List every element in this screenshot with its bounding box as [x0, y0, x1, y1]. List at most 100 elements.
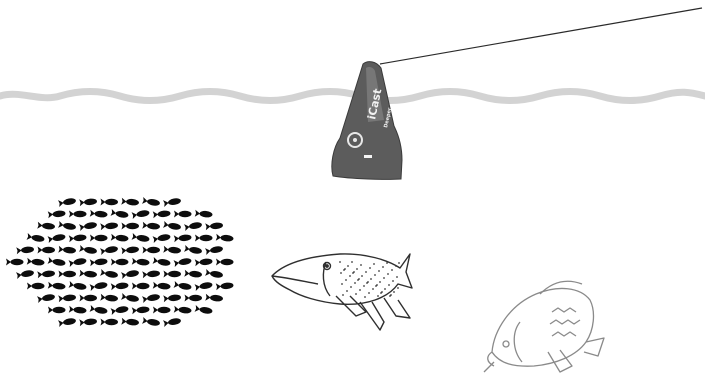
pike-spot [364, 296, 366, 298]
school-fish [163, 220, 181, 230]
pike-spot [341, 283, 343, 285]
school-fish [37, 221, 55, 230]
school-fish [47, 256, 66, 266]
pike-spot [366, 282, 368, 284]
school-fish [100, 198, 118, 206]
carp-barbel [483, 361, 495, 373]
pike-spot [398, 262, 400, 264]
school-fish [90, 234, 108, 242]
school-fish [142, 196, 160, 206]
school-fish [79, 198, 97, 207]
pike-spot [351, 261, 353, 263]
school-fish [68, 234, 87, 243]
school-fish [194, 258, 213, 267]
school-fish [79, 269, 97, 278]
pike-spot [340, 272, 342, 274]
pike-pelvic-fin [359, 301, 385, 331]
school-fish [16, 270, 34, 280]
school-fish [68, 258, 87, 268]
school-fish [27, 282, 45, 290]
pike-spot [346, 290, 348, 292]
school-fish [47, 210, 66, 219]
pike-spot [345, 279, 347, 281]
pike-spot [359, 289, 361, 291]
sonar-logo-dot-icon [353, 138, 357, 142]
school-fish [142, 294, 160, 304]
school-fish [69, 210, 87, 218]
school-fish [121, 317, 139, 326]
school-fish [184, 269, 202, 278]
school-fish [205, 222, 223, 231]
school-fish [79, 222, 97, 232]
carp-dorsal-fin [539, 280, 583, 295]
pike-spot [386, 262, 388, 264]
pike-spot [387, 273, 389, 275]
carp-mouth [487, 351, 495, 367]
pike-spot [379, 281, 381, 283]
school-fish [153, 306, 171, 314]
school-fish [89, 209, 108, 218]
school-fish [68, 305, 87, 314]
school-fish [194, 282, 213, 292]
school-fish [100, 293, 118, 302]
pike-spot [375, 285, 377, 287]
school-fish [26, 232, 45, 242]
pike-jaw [271, 275, 319, 285]
pike-spot [361, 275, 363, 277]
pike-spot [360, 264, 362, 266]
pike-fish [271, 253, 413, 331]
pike-spot [372, 288, 374, 290]
pike-spot [388, 284, 390, 286]
school-fish [79, 244, 97, 254]
school-fish [205, 293, 223, 302]
pike-pectoral-fin [335, 295, 367, 317]
school-fish [195, 234, 213, 242]
carp-eye-icon [502, 340, 510, 348]
pike-spot [380, 292, 382, 294]
pike-spot [393, 291, 395, 293]
pike-spot [396, 276, 398, 278]
school-fish [163, 318, 181, 328]
pike-spot [352, 272, 354, 274]
school-fish [184, 294, 202, 302]
school-fish [6, 258, 24, 266]
school-fish [110, 233, 129, 242]
school-fish [58, 220, 76, 230]
school-fish [131, 210, 150, 220]
pike-spot [356, 268, 358, 270]
school-fish [184, 244, 202, 254]
school-fish [100, 318, 118, 326]
school-fish [194, 209, 213, 218]
pike-spot [389, 295, 391, 297]
pike-spot [368, 292, 370, 294]
pike-spot [357, 279, 359, 281]
school-fish [131, 306, 150, 315]
school-fish [215, 233, 234, 242]
school-fish [152, 234, 171, 244]
school-fish [79, 294, 97, 302]
school-fish [37, 270, 55, 279]
school-fish [58, 245, 76, 254]
school-fish [142, 221, 160, 230]
school-fish [68, 280, 87, 290]
school-fish [58, 294, 76, 303]
fish-school [6, 196, 234, 328]
pike-spot [395, 265, 397, 267]
school-fish [47, 281, 66, 290]
school-fish [131, 232, 150, 242]
school-fish [111, 258, 129, 266]
school-fish [163, 198, 181, 208]
castable-sonar-device: iCast Deeper [331, 61, 403, 180]
school-fish [152, 210, 171, 219]
school-fish [152, 281, 171, 290]
pike-spot [374, 274, 376, 276]
pike-spot [343, 269, 345, 271]
school-fish [131, 257, 150, 266]
pike-spot [339, 261, 341, 263]
pike-spot [355, 293, 357, 295]
sonar-device-highlight [366, 67, 384, 122]
carp-tail-fin [583, 337, 605, 357]
school-fish [173, 234, 192, 243]
school-fish [121, 270, 139, 280]
